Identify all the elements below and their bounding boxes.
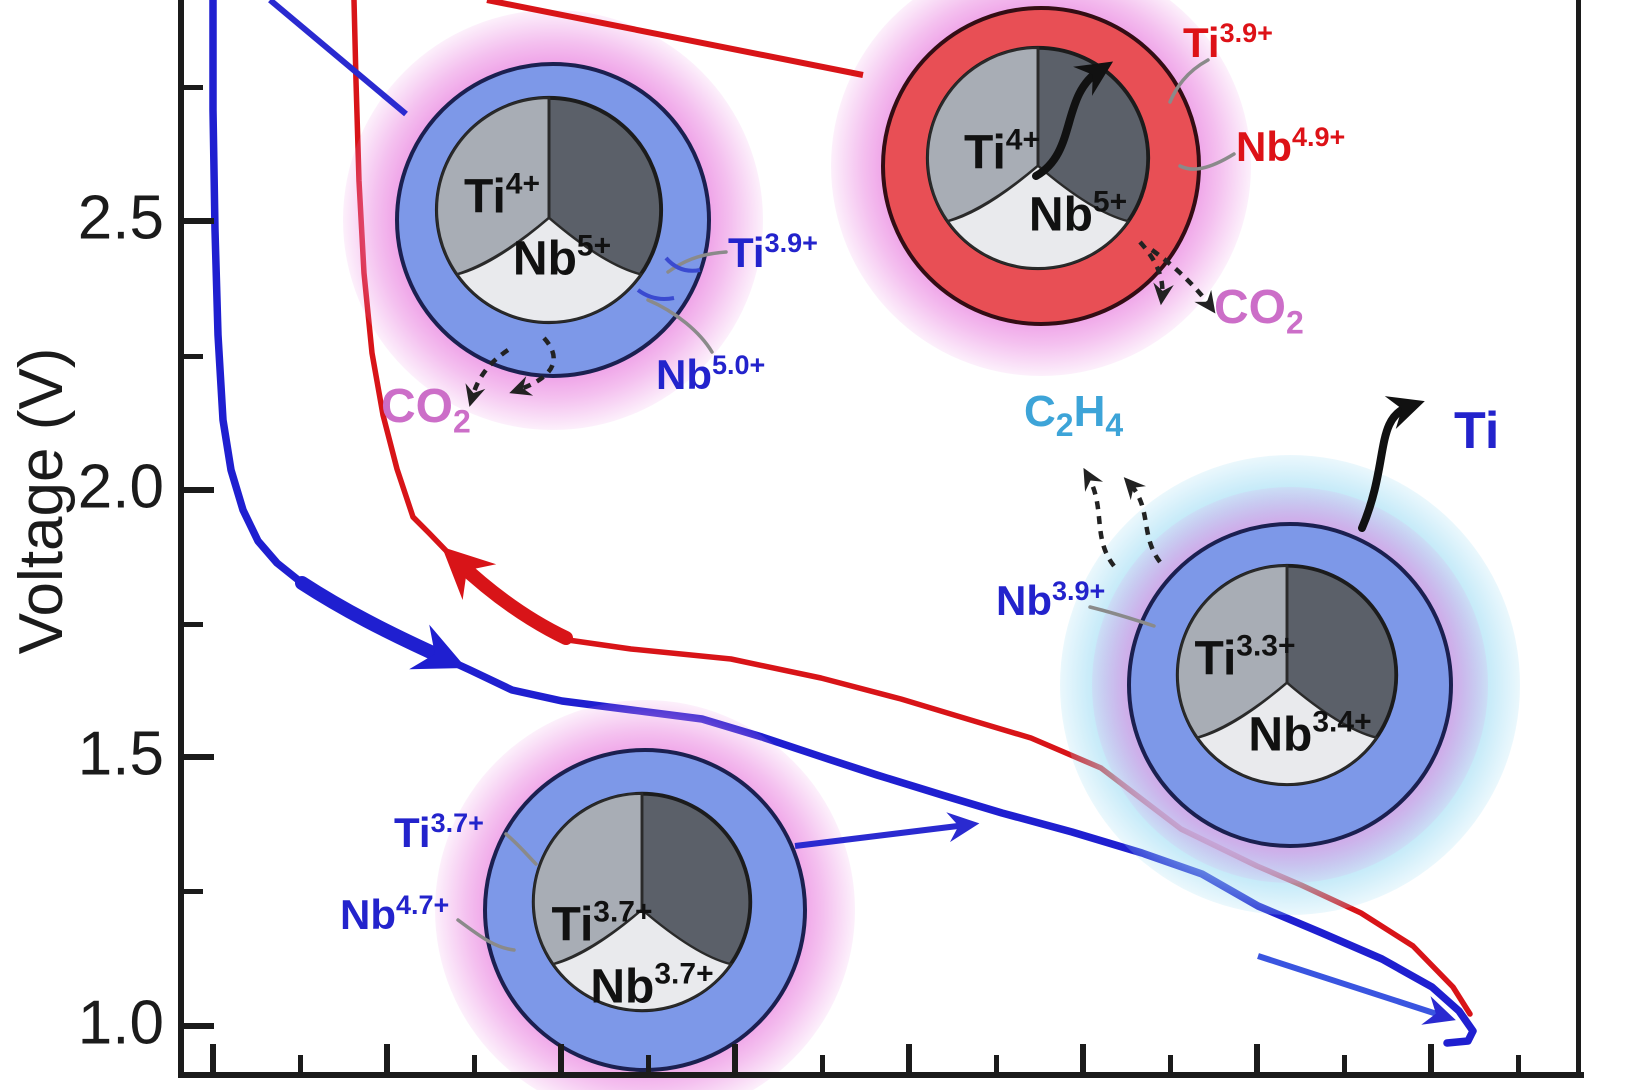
p4-surface-ti-label: Ti3.7+ [394, 808, 484, 856]
discharge-direction-arrow [295, 576, 467, 670]
y-axis-line [178, 0, 184, 1078]
p4-surface-nb-label: Nb4.7+ [340, 890, 450, 938]
tick-mark [1254, 1044, 1260, 1072]
p1-co2-label: CO2 [381, 380, 471, 440]
p3-core-ti-label: Ti3.3+ [1194, 629, 1296, 686]
tick-mark [1428, 1044, 1434, 1072]
right-border-line [1576, 0, 1581, 1078]
y-tick-label-1.5: 1.5 [77, 719, 164, 789]
tick-mark [184, 754, 214, 760]
tick-mark [184, 84, 203, 90]
p4-core-nb-label: Nb3.7+ [590, 957, 714, 1014]
tick-mark [184, 218, 214, 224]
tick-mark [906, 1044, 912, 1072]
p2-surface-ti-label: Ti3.9+ [1183, 18, 1273, 66]
p2-co2-label: CO2 [1214, 281, 1304, 341]
tick-mark [210, 1044, 216, 1072]
x-axis-line [178, 1072, 1584, 1078]
tick-mark [1080, 1044, 1086, 1072]
charge-direction-arrow [441, 546, 573, 645]
tick-mark [297, 1055, 303, 1072]
tick-mark [184, 1023, 214, 1029]
p3-ti-released-label: Ti [1454, 402, 1500, 460]
p1-core-nb-label: Nb5+ [512, 229, 612, 286]
p1-surface-ti-label: Ti3.9+ [728, 228, 818, 276]
tick-mark [184, 353, 203, 359]
particle-blue-rightmiddle [1060, 455, 1520, 915]
tick-mark [558, 1044, 564, 1072]
p3-core-nb-label: Nb3.4+ [1248, 705, 1372, 762]
tick-mark [471, 1055, 477, 1072]
p2-core-ti-label: Ti4+ [963, 123, 1041, 180]
p2-core-nb-label: Nb5+ [1028, 185, 1128, 242]
y-tick-label-1.0: 1.0 [77, 988, 164, 1058]
p1-surface-nb-label: Nb5.0+ [656, 350, 766, 398]
tick-mark [1167, 1055, 1173, 1072]
p2-surface-nb-label: Nb4.9+ [1236, 122, 1346, 170]
tick-mark [819, 1055, 825, 1072]
tick-mark [184, 487, 214, 493]
tick-mark [993, 1055, 999, 1072]
tick-mark [384, 1044, 390, 1072]
tick-mark [732, 1044, 738, 1072]
tick-mark [184, 888, 203, 894]
p4-core-ti-label: Ti3.7+ [551, 895, 653, 952]
tick-mark [184, 621, 203, 627]
y-tick-label-2.5: 2.5 [77, 183, 164, 253]
tick-mark [1515, 1055, 1521, 1072]
tick-mark [1341, 1055, 1347, 1072]
tick-mark [645, 1055, 651, 1072]
p3-surface-nb-label: Nb3.9+ [996, 576, 1106, 624]
p3-c2h4-label: C2H4 [1024, 387, 1124, 443]
particle3-pointer-arrow [1257, 953, 1456, 1025]
y-tick-label-2.0: 2.0 [77, 452, 164, 522]
y-axis-title: Voltage (V) [7, 347, 76, 655]
p1-core-ti-label: Ti4+ [463, 167, 541, 224]
